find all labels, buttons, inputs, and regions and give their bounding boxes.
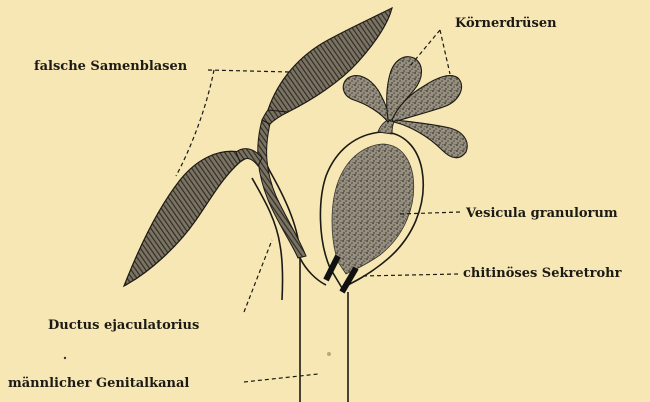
gland-neck (378, 120, 394, 134)
leader-granule-glands-2 (440, 30, 450, 74)
label-male-genital-canal: männlicher Genitalkanal (8, 377, 189, 390)
leader-false-seminal-vesicles (208, 70, 290, 72)
label-ductus-ejaculatorius: Ductus ejaculatorius (48, 319, 199, 332)
label-false-seminal-vesicles: falsche Samenblasen (34, 60, 187, 73)
leader-ductus-ejaculatorius (244, 240, 272, 312)
gland-lobe (343, 76, 390, 122)
speck (64, 357, 66, 359)
upper-vesicle-stalk (262, 110, 288, 124)
label-chitin-secretion-tube: chitinöses Sekretrohr (463, 267, 621, 280)
leader-male-genital-canal (244, 374, 318, 382)
speck (327, 352, 331, 356)
label-granule-glands: Körnerdrüsen (455, 17, 557, 30)
ductus-ejaculatorius-wall (258, 120, 306, 258)
label-vesicula-granulorum: Vesicula granulorum (466, 207, 618, 220)
lower-false-seminal-vesicle (124, 151, 252, 286)
leader-chitin-secretion-tube (362, 274, 458, 276)
